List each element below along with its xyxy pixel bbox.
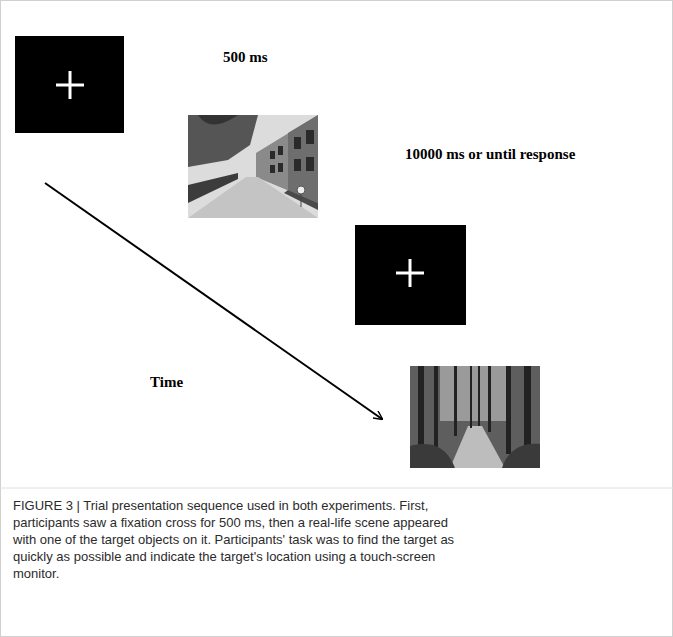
tree-foliage xyxy=(188,115,258,167)
building-windows xyxy=(270,130,314,173)
sign-post xyxy=(301,194,302,207)
fixation-cross xyxy=(396,259,424,287)
forest-ground xyxy=(410,366,540,468)
tree-foliage xyxy=(198,115,238,124)
building-near xyxy=(288,115,318,203)
forest-light xyxy=(440,366,510,421)
photo-sky xyxy=(188,115,318,218)
fixation-screen xyxy=(355,225,466,325)
fixation-screen xyxy=(15,36,124,133)
panel-divider xyxy=(0,488,673,489)
parked-cars xyxy=(188,173,238,203)
axis-label: Time xyxy=(150,374,183,391)
time-arrow xyxy=(45,183,382,419)
forest-scene-photo xyxy=(410,366,540,468)
figure-caption: FIGURE 3 | Trial presentation sequence u… xyxy=(13,497,458,582)
fixation-cross xyxy=(56,71,84,99)
forest-path xyxy=(450,426,505,468)
street-scene-photo xyxy=(188,115,318,218)
duration-label: 500 ms xyxy=(223,49,268,66)
undergrowth xyxy=(502,444,540,468)
undergrowth xyxy=(410,444,455,468)
street-sign xyxy=(297,186,305,194)
duration-label: 10000 ms or until response xyxy=(405,146,575,163)
